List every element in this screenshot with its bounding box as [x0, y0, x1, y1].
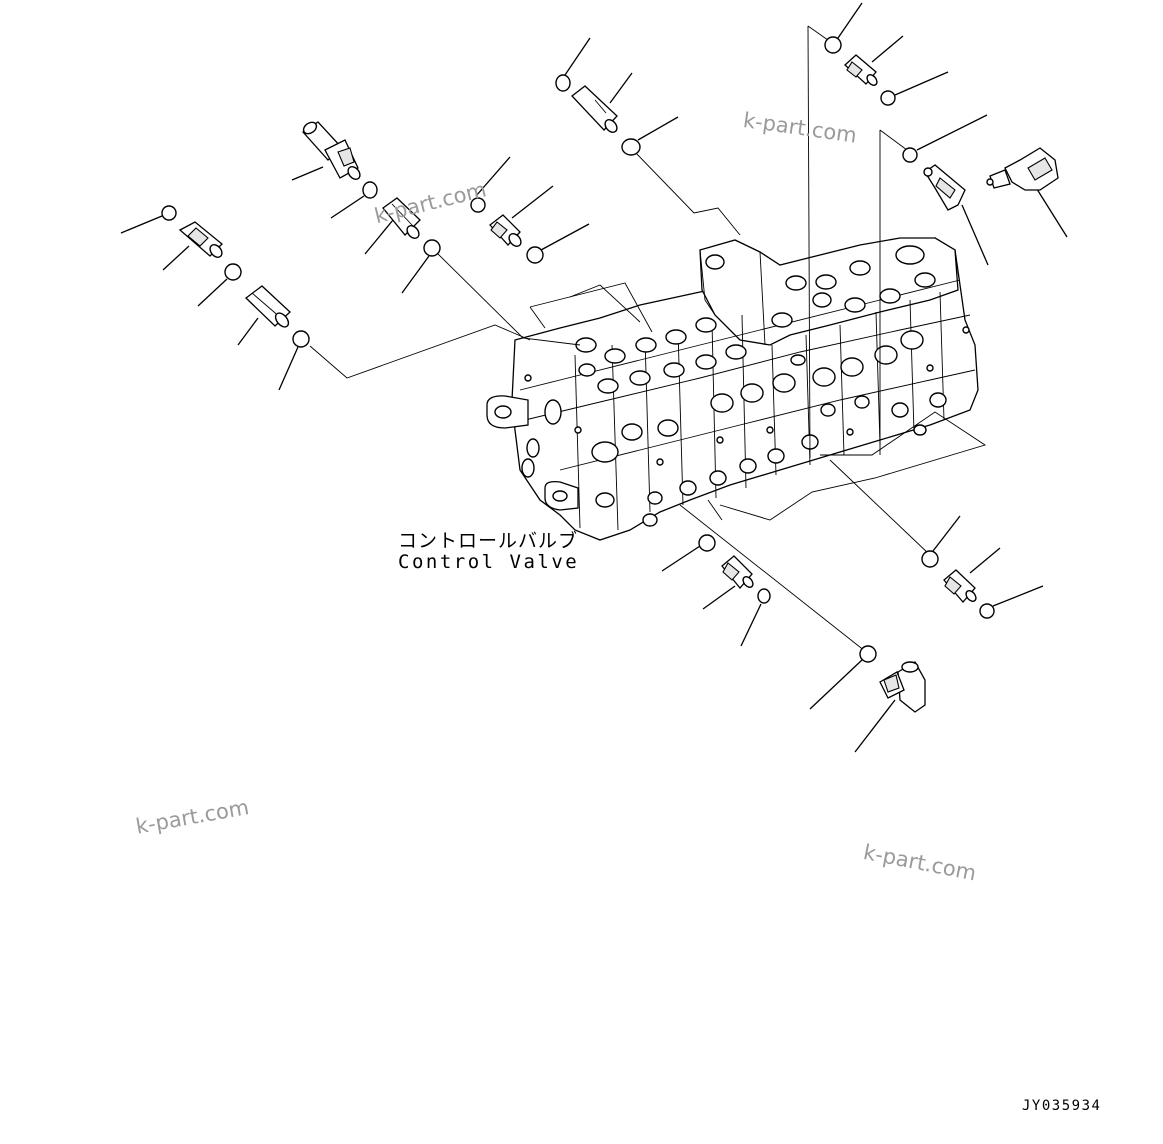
leader-lines: [309, 25, 987, 656]
fitting-elbow-upper-left: [302, 121, 361, 180]
fitting-bottom-elbow: [879, 661, 926, 713]
fitting-left-straight: [178, 221, 223, 258]
part-label-english: Control Valve: [398, 551, 580, 573]
fitting-center-straight: [489, 214, 522, 247]
fitting-top-long: [571, 85, 618, 133]
pressure-sensor-large: [986, 147, 1059, 191]
fitting-center-hex: [382, 197, 421, 239]
fittings: [178, 54, 1059, 713]
o-rings: [161, 36, 995, 663]
fitting-bottom-right: [943, 569, 977, 603]
pressure-switch-small: [923, 164, 966, 211]
control-valve-body: [486, 237, 979, 541]
fitting-bottom-center: [721, 555, 754, 590]
part-label-japanese: コントロールバルブ: [398, 530, 579, 552]
fitting-top-right: [844, 54, 878, 86]
callout-ticks: [120, 2, 1068, 753]
fitting-left-hex: [244, 285, 291, 328]
drawing-number: JY035934: [1022, 1098, 1102, 1114]
